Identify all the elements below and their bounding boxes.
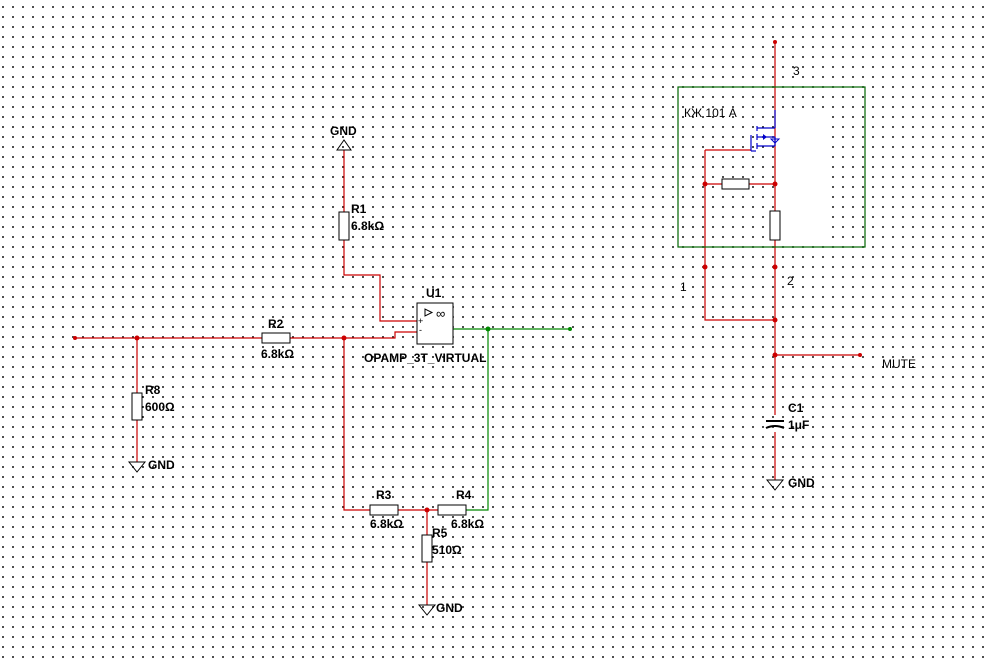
junction-dot — [485, 326, 491, 332]
gnd-down-arrow-icon — [127, 461, 147, 473]
u1-ref: U1 — [426, 286, 442, 300]
junction-dot — [341, 335, 347, 341]
mute-net-label: MUTE — [882, 357, 916, 371]
junctions — [73, 40, 862, 513]
feedback-left-wire — [343, 338, 370, 511]
r3-ref: R3 — [376, 488, 392, 502]
opamp-minus-pin: - — [419, 325, 422, 335]
module-label: КЖ 101 А — [684, 106, 737, 120]
gnd-down-arrow-icon — [765, 479, 785, 491]
pin2-label: 2 — [787, 274, 794, 288]
module-border — [677, 86, 866, 248]
resistor-r8[interactable]: R8 600Ω — [131, 383, 175, 421]
r1-value: 6.8kΩ — [351, 219, 384, 233]
pin1-label: 1 — [680, 280, 687, 294]
svg-text:GND: GND — [148, 458, 175, 472]
pin3-terminal-dot — [773, 40, 777, 44]
capacitor-c1[interactable]: C1 1μF — [765, 401, 809, 432]
kzh-module[interactable]: КЖ 101 А 3 1 2 — [677, 64, 866, 294]
r8-value: 600Ω — [145, 400, 175, 414]
mute-terminal-dot — [858, 353, 862, 357]
opamp-infinity-symbol: ∞ — [436, 306, 445, 321]
pin1-loop-wire — [704, 150, 775, 321]
gnd-symbol-r8: GND — [127, 458, 175, 473]
pin1-junction-dot — [702, 264, 708, 270]
svg-text:GND: GND — [330, 124, 357, 138]
gnd-symbol-c1: GND — [765, 476, 815, 491]
feedback-output-wire — [466, 329, 489, 511]
gnd-down-arrow-icon — [417, 604, 437, 616]
r5-value: 510Ω — [432, 543, 462, 557]
source-resistor — [769, 210, 781, 241]
junction-dot — [772, 317, 778, 323]
r2-ref: R2 — [268, 317, 284, 331]
resistor-r1[interactable]: R1 6.8kΩ — [338, 202, 384, 241]
opamp-u1[interactable]: ∞ + - U1 OPAMP_3T_VIRTUAL — [364, 286, 486, 365]
r8-ref: R8 — [145, 383, 161, 397]
pin2-junction-dot — [772, 264, 778, 270]
resistor-r4[interactable]: R4 6.8kΩ — [437, 488, 484, 531]
output-terminal-dot — [568, 327, 572, 331]
gnd-symbol-r5: GND — [417, 601, 463, 616]
junction-dot — [134, 335, 140, 341]
resistor-r5[interactable]: R5 510Ω — [421, 526, 462, 563]
resistor-r2[interactable]: R2 6.8kΩ — [261, 317, 294, 361]
opamp-triangle-icon — [424, 308, 434, 317]
resistor-r3[interactable]: R3 6.8kΩ — [369, 488, 403, 531]
svg-text:GND: GND — [436, 601, 463, 615]
r2-to-opamp-wire — [290, 331, 417, 339]
gnd-symbol-r1: GND — [330, 124, 357, 151]
junction-dot — [772, 352, 778, 358]
r3-value: 6.8kΩ — [370, 517, 403, 531]
pin3-label: 3 — [793, 64, 800, 78]
svg-text:GND: GND — [788, 476, 815, 490]
junction-dot — [772, 181, 778, 187]
junction-dot — [702, 181, 708, 187]
r2-value: 6.8kΩ — [261, 347, 294, 361]
wires-green — [453, 328, 570, 511]
junction-dot — [424, 507, 430, 513]
r5-ref: R5 — [432, 526, 448, 540]
r4-ref: R4 — [456, 488, 472, 502]
r1-ref: R1 — [351, 202, 367, 216]
opamp-plus-pin: + — [418, 316, 423, 326]
u1-value: OPAMP_3T_VIRTUAL — [364, 351, 486, 365]
wires-red — [75, 42, 860, 605]
r4-value: 6.8kΩ — [451, 517, 484, 531]
c1-value: 1μF — [788, 418, 809, 432]
mosfet-icon — [750, 110, 781, 152]
gnd-up-arrow-icon — [336, 139, 352, 151]
c1-ref: C1 — [788, 401, 804, 415]
module-inner-panel — [778, 110, 826, 238]
gate-resistor — [721, 178, 750, 190]
r1-to-opamp-wire — [343, 240, 417, 322]
input-terminal-dot — [73, 336, 77, 340]
